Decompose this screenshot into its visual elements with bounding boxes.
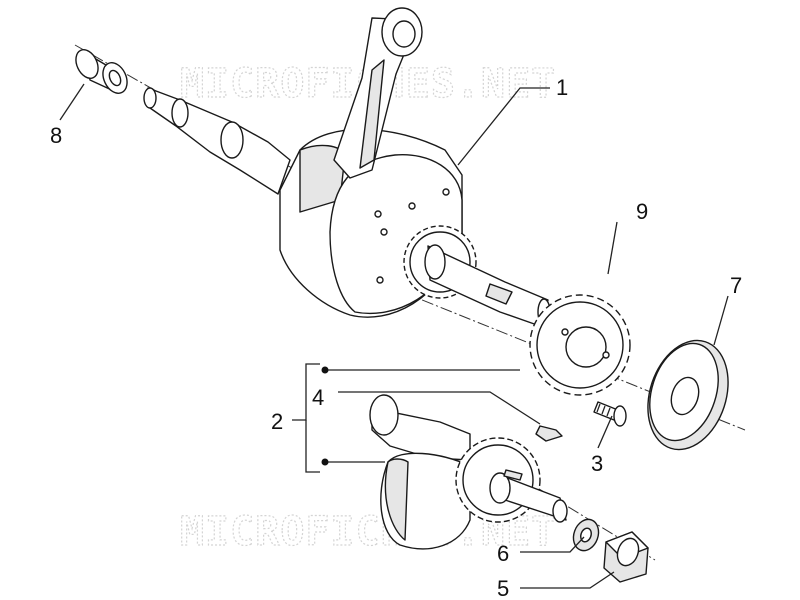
leader-dot-lower bbox=[321, 458, 329, 466]
washer-part-7 bbox=[647, 339, 729, 451]
balance-shaft-part-2 bbox=[369, 394, 568, 550]
washer-part-6 bbox=[572, 518, 600, 552]
callout-8: 8 bbox=[50, 123, 62, 148]
callout-2: 2 bbox=[271, 409, 283, 434]
callout-3: 3 bbox=[591, 451, 603, 476]
bushing-part-8 bbox=[75, 49, 128, 94]
callout-9: 9 bbox=[636, 199, 648, 224]
callout-5: 5 bbox=[497, 576, 509, 600]
crankshaft-part-1 bbox=[143, 7, 551, 327]
nut-part-5 bbox=[603, 531, 649, 583]
leader-dot-upper bbox=[321, 366, 329, 374]
screw-part-3 bbox=[593, 401, 627, 427]
callout-6: 6 bbox=[497, 541, 509, 566]
callout-7: 7 bbox=[730, 273, 742, 298]
leader-lines bbox=[59, 83, 729, 589]
sprocket-part-9 bbox=[529, 294, 631, 396]
key-part-4 bbox=[535, 425, 563, 442]
callout-4: 4 bbox=[312, 385, 324, 410]
callout-1: 1 bbox=[556, 75, 568, 100]
